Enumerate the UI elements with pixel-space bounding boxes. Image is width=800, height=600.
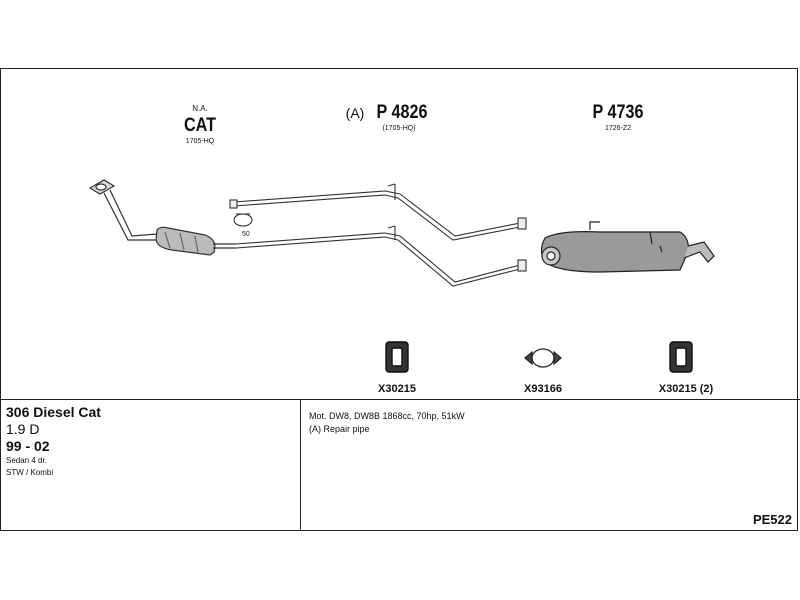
vehicle-body: STW / Kombi (6, 468, 54, 477)
note-line: Mot. DW8, DW8B 1868cc, 70hp, 51kW (309, 411, 465, 421)
column-divider (300, 400, 301, 531)
flange-clamp (233, 213, 253, 227)
vehicle-years: 99 - 02 (6, 438, 50, 454)
note-line: (A) Repair pipe (309, 424, 370, 434)
rubber-hanger-icon-2 (669, 341, 693, 373)
exhaust-diagram: 50 (88, 179, 715, 373)
catalog-code: PE522 (752, 512, 792, 527)
p4826-ref: (1705-HQ) (382, 125, 416, 132)
rear-silencer (540, 221, 715, 273)
vehicle-body: Sedan 4 dr. (6, 456, 47, 465)
p4736-ref: 1726-Z2 (604, 125, 632, 132)
cat-ref: 1705-HQ (185, 138, 215, 145)
accessory-label: X30215 (2) (658, 383, 714, 395)
vehicle-model: 306 Diesel Cat (6, 404, 101, 420)
flange-label: 50 (242, 231, 250, 238)
section-divider (0, 399, 800, 400)
middle-pipe (229, 183, 527, 287)
vehicle-engine: 1.9 D (6, 421, 40, 437)
notes: Mot. DW8, DW8B 1868cc, 70hp, 51kW (A) Re… (309, 410, 465, 436)
cat-title: CAT (183, 115, 216, 136)
p4826-tag: (A) (345, 105, 365, 121)
diagram-frame (0, 68, 798, 531)
cat-prefix: N.A. (192, 104, 208, 113)
accessory-label: X30215 (378, 383, 416, 395)
p4826-title: P 4826 (376, 102, 428, 123)
rubber-hanger-icon (385, 341, 409, 373)
p4736-title: P 4736 (592, 102, 644, 123)
vehicle-info: 306 Diesel Cat 1.9 D 99 - 02 Sedan 4 dr.… (6, 404, 296, 479)
catalytic-converter-assembly (88, 179, 236, 256)
accessory-label: X93166 (524, 383, 562, 395)
clamp-icon (524, 348, 562, 368)
